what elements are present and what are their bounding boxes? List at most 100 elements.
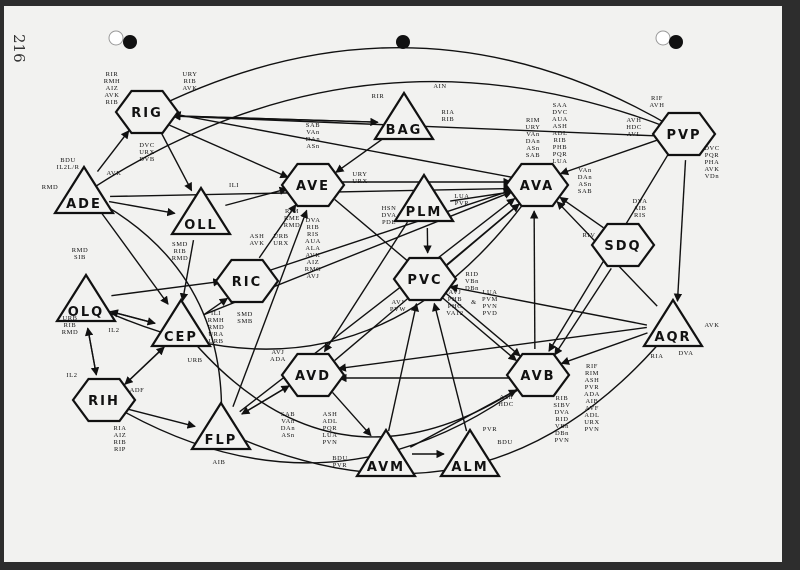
annotation-line: AVK	[182, 85, 197, 92]
edge-FLP-AVE	[232, 209, 308, 407]
node-aqr[interactable]: AQR	[642, 297, 704, 348]
annotation-line: &	[471, 299, 477, 306]
edge-AVD-AVM	[332, 391, 372, 437]
triangle-shape	[190, 400, 252, 451]
node-label: AQR	[654, 330, 691, 345]
node-ava[interactable]: AVA	[504, 162, 570, 208]
annotation-line: AVJ	[392, 299, 405, 306]
edge-RIH-OLQ	[84, 327, 98, 376]
node-sdq[interactable]: SDQ	[590, 222, 656, 268]
node-label: AVA	[520, 179, 554, 194]
annotation-line: PQR	[323, 425, 338, 432]
annotation-line: ASH	[585, 377, 600, 384]
node-avm[interactable]: AVM	[355, 427, 417, 478]
node-label: CEP	[164, 330, 198, 345]
annotation-line: ADL	[322, 418, 337, 425]
annotation-line: PHB	[448, 296, 463, 303]
node-plm[interactable]: PLM	[393, 172, 455, 223]
node-rih[interactable]: RIH	[71, 377, 137, 423]
annotation-rih: IL2	[66, 372, 77, 379]
node-label: FLP	[205, 433, 238, 448]
annotation-line: RIV	[583, 232, 596, 239]
annotation-line: SAB	[526, 152, 541, 159]
annotation-line: RIB	[114, 439, 127, 446]
edge-RIC-AVE	[258, 204, 297, 259]
triangle-shape	[439, 427, 501, 478]
annotation-line: SIB	[74, 254, 86, 261]
annotation-line: SMD	[237, 311, 253, 318]
node-bag[interactable]: BAG	[373, 90, 435, 141]
node-label: PLM	[406, 205, 443, 220]
node-avb[interactable]: AVB	[505, 352, 571, 398]
node-alm[interactable]: ALM	[439, 427, 501, 478]
edge-AVB-AVA	[529, 210, 539, 350]
node-rig[interactable]: RIG	[114, 89, 180, 135]
annotation-line: DAn	[281, 425, 296, 432]
triangle-shape	[373, 90, 435, 141]
node-oll[interactable]: OLL	[170, 185, 232, 236]
annotation-bag: AIN	[433, 83, 446, 90]
annotation-line: SAB	[578, 188, 593, 195]
triangle-shape	[393, 172, 455, 223]
annotation-line: BDU	[497, 439, 513, 446]
node-flp[interactable]: FLP	[190, 400, 252, 451]
annotation-line: DVC	[139, 142, 155, 149]
node-ave[interactable]: AVE	[280, 162, 346, 208]
annotation-line: RIB	[174, 248, 187, 255]
annotation-line: PHA	[705, 159, 720, 166]
annotation-line: RIB	[307, 224, 320, 231]
node-ade[interactable]: ADE	[53, 164, 115, 215]
annotation-line: SAA	[553, 102, 568, 109]
nodes-layer: RIG BAG PVP AVE AVA ADE OLL PLM SDQ RIC PVC OLQ CEP A…	[53, 89, 717, 478]
node-pvc[interactable]: PVC	[392, 256, 458, 302]
annotation-line: PVN	[555, 437, 570, 444]
handwritten-page-number: 216	[10, 34, 28, 63]
node-avd[interactable]: AVD	[280, 352, 346, 398]
annotation-line: ADL	[584, 412, 599, 419]
annotation-line: VAn	[281, 418, 295, 425]
hexagon-shape	[280, 162, 346, 208]
annotation-ade: RMD	[42, 184, 59, 191]
annotation-line: ADF	[130, 387, 145, 394]
node-olq[interactable]: OLQ	[55, 272, 117, 323]
annotation-line: PVW	[390, 306, 407, 313]
annotation-line: PDE	[382, 219, 396, 226]
annotation-line: IL2	[66, 372, 77, 379]
annotation-line: AVJ	[307, 273, 320, 280]
triangle-shape	[150, 297, 212, 348]
annotation-line: PQR	[705, 152, 720, 159]
annotation-line: ASH	[323, 411, 338, 418]
edge-RIG-OLL	[161, 133, 193, 192]
annotation-line: AVK	[249, 240, 264, 247]
edge-PVP-AQR	[673, 160, 687, 303]
annotation-line: VAn	[578, 167, 592, 174]
node-ric[interactable]: RIC	[214, 258, 280, 304]
annotation-line: AIZ	[114, 432, 127, 439]
edge-ADE-CEP	[101, 212, 169, 305]
hexagon-shape	[651, 111, 717, 157]
annotation-line: SMB	[237, 318, 253, 325]
annotation-line: PHB	[553, 144, 568, 151]
annotation-line: RIB	[442, 116, 455, 123]
annotation-sdq: RIV	[583, 232, 596, 239]
annotation-line: BDU	[332, 455, 348, 462]
annotation-line: URX	[139, 149, 155, 156]
annotation-cep: URB	[187, 357, 202, 364]
node-cep[interactable]: CEP	[150, 297, 212, 348]
annotation-line: AVL	[627, 131, 641, 138]
node-pvp[interactable]: PVP	[651, 111, 717, 157]
hexagon-shape	[114, 89, 180, 135]
edge-SDQ-AVA	[559, 196, 604, 229]
